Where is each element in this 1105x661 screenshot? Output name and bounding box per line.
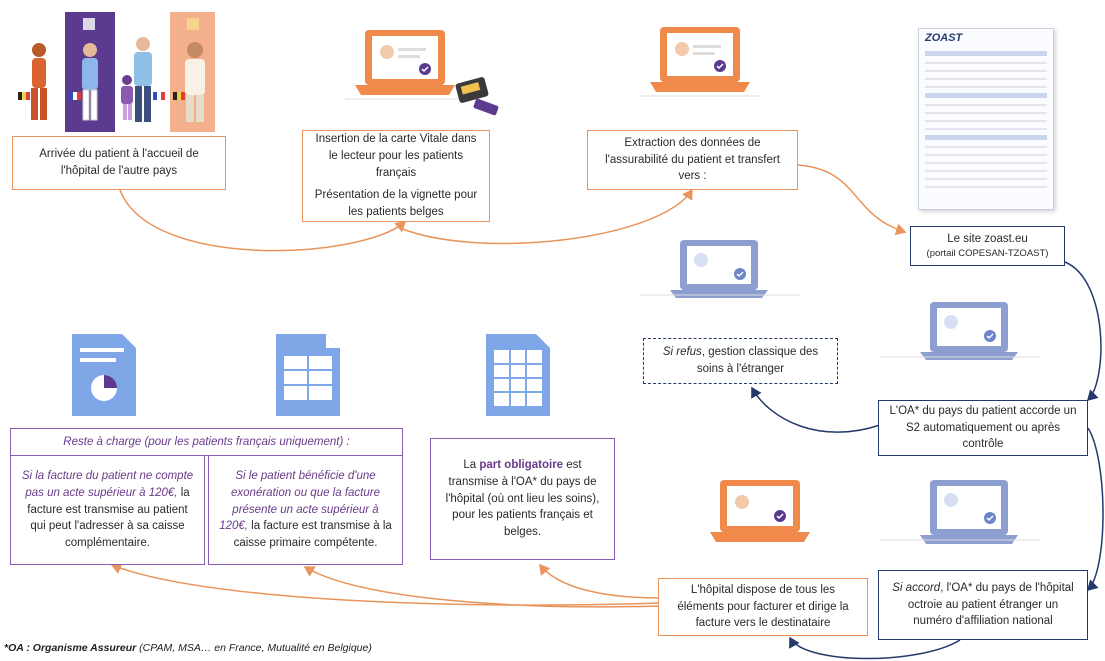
- reste-right-box: Si le patient bénéficie d'une exonératio…: [208, 455, 403, 565]
- document-icon: [486, 334, 550, 416]
- zoast-portal-text: (portail COPESAN-TZOAST): [926, 248, 1049, 260]
- footnote: *OA : Organisme Assureur (CPAM, MSA… en …: [4, 642, 372, 654]
- part-bold: part obligatoire: [479, 459, 564, 472]
- footnote-bold: *OA : Organisme Assureur: [4, 642, 137, 654]
- hopital-box: L'hôpital dispose de tous les éléments p…: [658, 578, 868, 636]
- step-vitale-box: Insertion de la carte Vitale dans le lec…: [302, 130, 490, 222]
- arrow-extraction-to-zoast: [797, 164, 907, 236]
- zoast-logo: ZOAST: [925, 32, 963, 44]
- part-pre: La: [463, 459, 480, 472]
- step-arrival-box: Arrivée du patient à l'accueil de l'hôpi…: [12, 136, 226, 190]
- part-obligatoire-text: La part obligatoire est transmise à l'OA…: [441, 457, 604, 540]
- oa-s2-box: L'OA* du pays du patient accorde un S2 a…: [878, 400, 1088, 456]
- reste-right-text: Si le patient bénéficie d'une exonératio…: [217, 468, 394, 551]
- arrow-hopital-to-left: [110, 562, 661, 606]
- refus-text: Si refus, gestion classique des soins à …: [652, 344, 829, 377]
- card-reader-icon: [455, 77, 499, 116]
- refus-box: Si refus, gestion classique des soins à …: [643, 338, 838, 384]
- accord-box: Si accord, l'OA* du pays de l'hôpital oc…: [878, 570, 1088, 640]
- step-extraction-text: Extraction des données de l'assurabilité…: [605, 137, 780, 183]
- laptop-icon: [640, 240, 800, 298]
- arrow-hopital-to-part: [539, 563, 661, 599]
- reste-left-text: Si la facture du patient ne compte pas u…: [19, 468, 196, 551]
- reste-header-box: Reste à charge (pour les patients frança…: [10, 428, 403, 456]
- zoast-form-icon: ZOAST: [918, 28, 1054, 210]
- arrow-zoast-to-oa: [1064, 261, 1102, 402]
- part-rest: est transmise à l'OA* du pays de l'hôpit…: [445, 459, 600, 538]
- refus-emphasis: Si refus: [662, 346, 702, 359]
- document-icon: [276, 334, 340, 416]
- arrow-oa-to-accord: [1086, 427, 1104, 592]
- reste-left-rest: la facture est transmise au patient qui …: [27, 486, 190, 549]
- refus-rest: , gestion classique des soins à l'étrang…: [696, 346, 819, 375]
- oa-s2-text: L'OA* du pays du patient accorde un S2 a…: [889, 405, 1077, 451]
- step-vitale-line1: Insertion de la carte Vitale dans le lec…: [315, 133, 477, 179]
- step-extraction-box: Extraction des données de l'assurabilité…: [587, 130, 798, 190]
- reste-right-emphasis: Si le patient bénéficie d'une exonératio…: [219, 470, 380, 533]
- laptop-icon: [710, 480, 810, 542]
- reste-left-box: Si la facture du patient ne compte pas u…: [10, 455, 205, 565]
- part-obligatoire-box: La part obligatoire est transmise à l'OA…: [430, 438, 615, 560]
- reste-right-rest: la facture est transmise à la caisse pri…: [233, 520, 392, 549]
- laptop-icon: [640, 27, 760, 97]
- arrow-vitale-to-extraction: [399, 188, 693, 245]
- arrow-hopital-to-mid: [303, 566, 661, 608]
- zoast-site-text: Le site zoast.eu: [947, 232, 1028, 245]
- accord-text: Si accord, l'OA* du pays de l'hôpital oc…: [887, 580, 1079, 630]
- reste-left-emphasis: Si la facture du patient ne compte pas u…: [21, 470, 194, 499]
- zoast-site-box: Le site zoast.eu (portail COPESAN-TZOAST…: [910, 226, 1065, 266]
- arrow-accord-to-hopital: [789, 636, 961, 660]
- accord-rest: , l'OA* du pays de l'hôpital octroie au …: [907, 581, 1074, 628]
- reste-header-text: Reste à charge (pour les patients frança…: [63, 436, 350, 448]
- accord-emphasis: Si accord: [892, 581, 941, 594]
- laptop-icon: [880, 480, 1040, 544]
- footnote-rest: (CPAM, MSA… en France, Mutualité en Belg…: [136, 642, 372, 654]
- laptop-icon: [880, 302, 1040, 360]
- step-vitale-line2: Présentation de la vignette pour les pat…: [314, 189, 478, 219]
- document-icon: [72, 334, 136, 416]
- hopital-text: L'hôpital dispose de tous les éléments p…: [677, 583, 849, 630]
- laptop-icon: [345, 30, 465, 100]
- arrow-oa-to-refus: [751, 386, 881, 433]
- step-arrival-text: Arrivée du patient à l'accueil de l'hôpi…: [39, 148, 199, 177]
- arrow-arrival-to-vitale: [119, 189, 407, 252]
- people-illustration: [18, 12, 215, 132]
- form-lines: [925, 51, 1047, 188]
